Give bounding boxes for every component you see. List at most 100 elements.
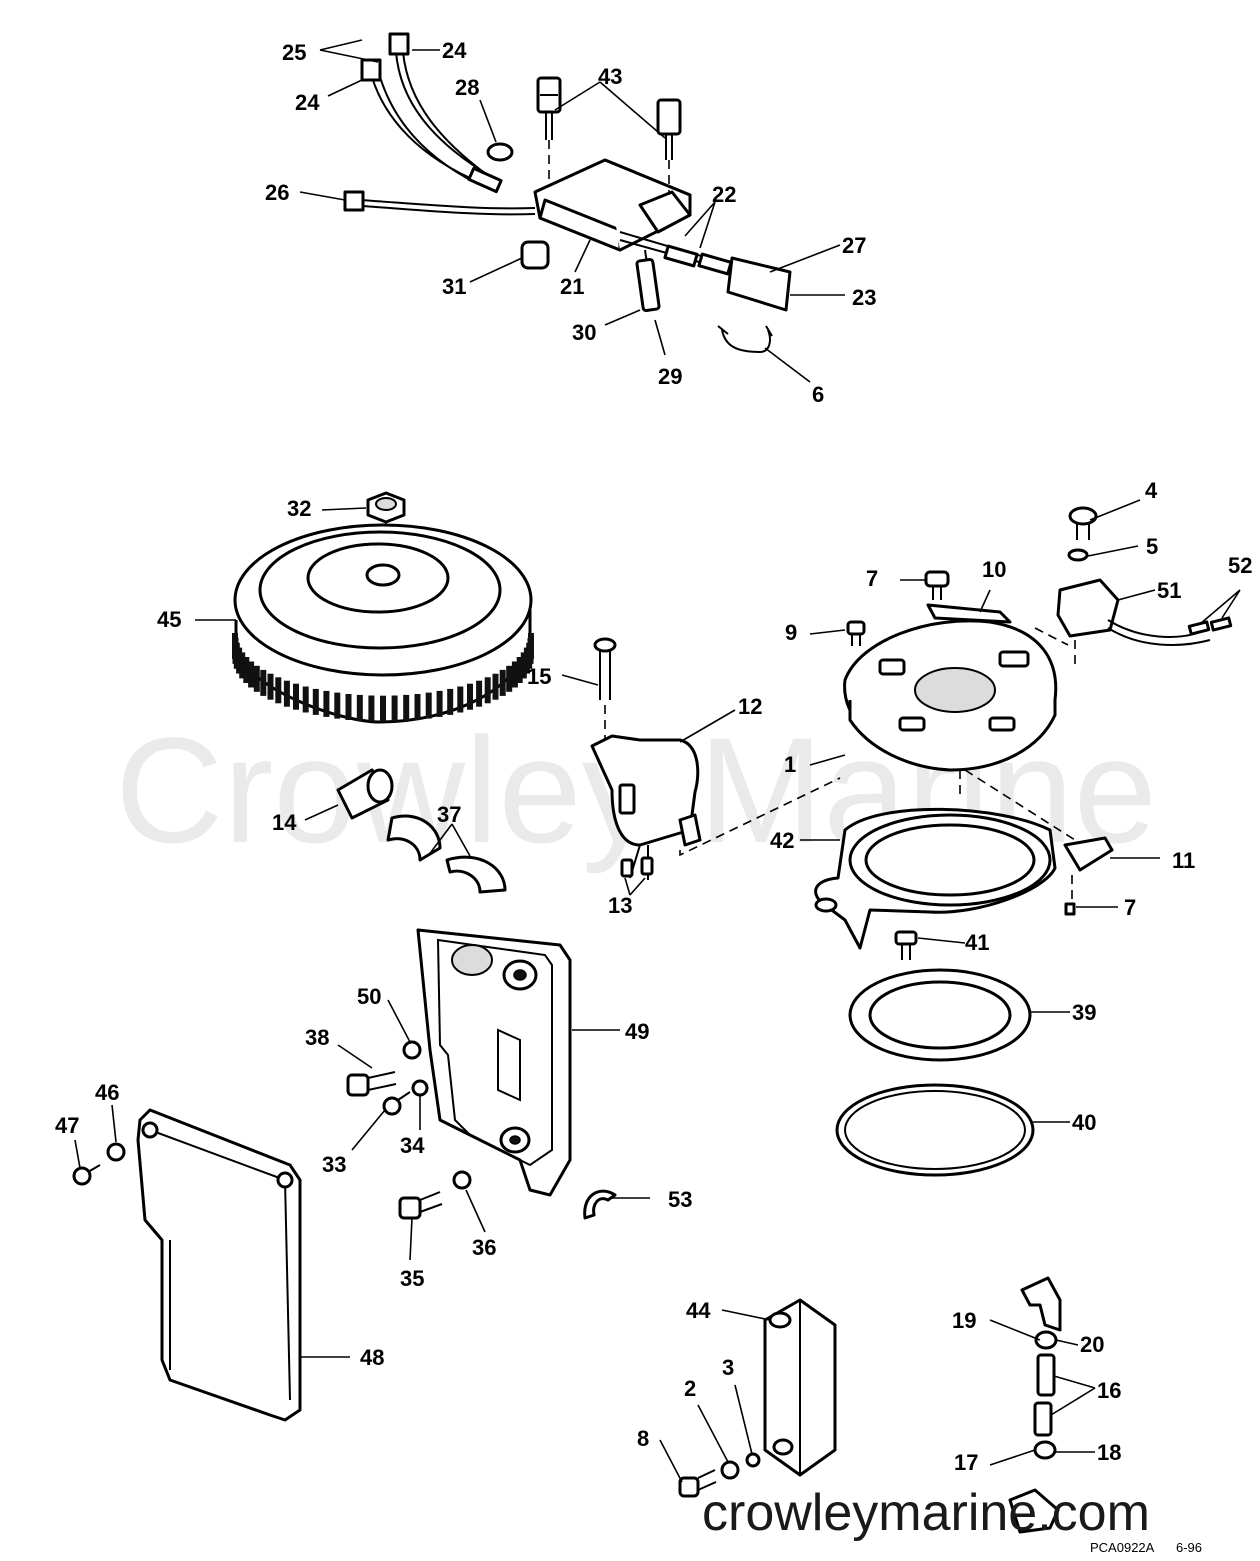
boot-30 (635, 258, 661, 312)
timer-base (843, 619, 1058, 772)
screw-8 (678, 1469, 717, 1498)
flywheel-tooth (380, 695, 386, 722)
flywheel-tooth (414, 694, 421, 720)
screw-38 (346, 1071, 397, 1097)
washer-36 (452, 1170, 472, 1190)
washer-2 (720, 1460, 740, 1480)
callout-8: 8 (637, 1426, 649, 1451)
callout-1: 1 (784, 752, 796, 777)
callout-20: 20 (1080, 1332, 1104, 1357)
callout-10: 10 (982, 557, 1006, 582)
screw-15 (593, 637, 617, 700)
spacer-31 (520, 240, 550, 270)
callout-52: 52 (1228, 553, 1252, 578)
leader-lines (74, 39, 1241, 1483)
flywheel-tooth (236, 647, 243, 674)
flywheel-tooth (239, 652, 246, 679)
callout-6: 6 (812, 382, 824, 407)
flywheel-tooth (436, 690, 443, 717)
flywheel-tooth (447, 688, 454, 715)
callout-15: 15 (527, 664, 551, 689)
flywheel-tooth (248, 661, 255, 688)
flywheel-tooth (516, 657, 523, 683)
flywheel-tooth (302, 686, 309, 713)
retainer-39 (848, 968, 1032, 1062)
washer-46 (106, 1142, 126, 1162)
flywheel-tooth (283, 680, 290, 707)
callout-33: 33 (322, 1152, 346, 1177)
callout-16: 16 (1097, 1378, 1121, 1403)
screw-9 (846, 620, 866, 646)
plate-10 (926, 603, 1012, 624)
callout-28: 28 (455, 75, 479, 100)
callout-41: 41 (965, 930, 989, 955)
flywheel-tooth (391, 695, 398, 722)
cap-14 (336, 768, 394, 820)
callout-26: 26 (265, 180, 289, 205)
site-url: crowleymarine.com (702, 1484, 1150, 1542)
callout-45: 45 (157, 607, 181, 632)
flywheel-tooth (520, 652, 527, 679)
callout-42: 42 (770, 828, 794, 853)
drawing-date: 6-96 (1176, 1540, 1202, 1555)
flywheel-tooth (499, 669, 506, 696)
callout-17: 17 (954, 1450, 978, 1475)
callout-7-top: 7 (866, 566, 878, 591)
callout-24-top: 24 (442, 38, 467, 63)
callout-47: 47 (55, 1113, 79, 1138)
callout-21: 21 (560, 274, 584, 299)
screw-35 (398, 1191, 443, 1220)
screw-4 (1068, 506, 1098, 540)
callout-44: 44 (686, 1298, 711, 1323)
flywheel-tooth (425, 692, 432, 719)
flywheel-tooth (492, 673, 499, 700)
callout-25: 25 (282, 40, 306, 65)
callout-3: 3 (722, 1355, 734, 1380)
connector-24b (388, 32, 410, 56)
flywheel-tooth (467, 683, 473, 710)
callout-30: 30 (572, 320, 596, 345)
callout-2: 2 (684, 1376, 696, 1401)
clamp-53 (583, 1189, 617, 1220)
callout-35: 35 (400, 1266, 424, 1291)
washer-50 (402, 1040, 422, 1060)
flywheel-tooth (345, 694, 352, 720)
callout-43: 43 (598, 64, 622, 89)
callout-48: 48 (360, 1345, 384, 1370)
callout-18: 18 (1097, 1440, 1121, 1465)
charge-coil-12 (590, 734, 702, 880)
callout-4: 4 (1145, 478, 1158, 503)
armature-plate-42 (814, 807, 1057, 950)
callout-labels: 25 24 24 28 43 26 22 27 23 31 21 30 29 6… (55, 38, 1252, 1475)
callout-13: 13 (608, 893, 632, 918)
callout-39: 39 (1072, 1000, 1096, 1025)
bolt-43b (656, 98, 682, 136)
callout-9: 9 (785, 620, 797, 645)
flywheel-tooth (312, 688, 319, 715)
callout-31: 31 (442, 274, 466, 299)
flywheel (232, 523, 534, 724)
callout-23: 23 (852, 285, 876, 310)
callout-40: 40 (1072, 1110, 1096, 1135)
power-pack-44 (763, 1298, 837, 1477)
flywheel-tooth (253, 665, 260, 692)
flywheel-tooth (506, 665, 513, 692)
connector-24a (360, 58, 382, 82)
callout-5: 5 (1146, 534, 1158, 559)
flywheel-tooth (323, 690, 330, 717)
callout-14: 14 (272, 810, 297, 835)
flywheel-tooth (260, 669, 267, 696)
nut-7-bottom (1064, 902, 1076, 916)
clip-6 (721, 329, 771, 354)
callout-53: 53 (668, 1187, 692, 1212)
callout-46: 46 (95, 1080, 119, 1105)
callout-22: 22 (712, 182, 736, 207)
hose-assembly (1008, 1276, 1062, 1534)
sensor-51 (1056, 578, 1233, 646)
callout-29: 29 (658, 364, 682, 389)
terminal-26 (343, 190, 365, 212)
callout-7-bottom: 7 (1124, 895, 1136, 920)
callout-34: 34 (400, 1133, 425, 1158)
callout-12: 12 (738, 694, 762, 719)
drawing-code: PCA0922A (1090, 1540, 1155, 1555)
